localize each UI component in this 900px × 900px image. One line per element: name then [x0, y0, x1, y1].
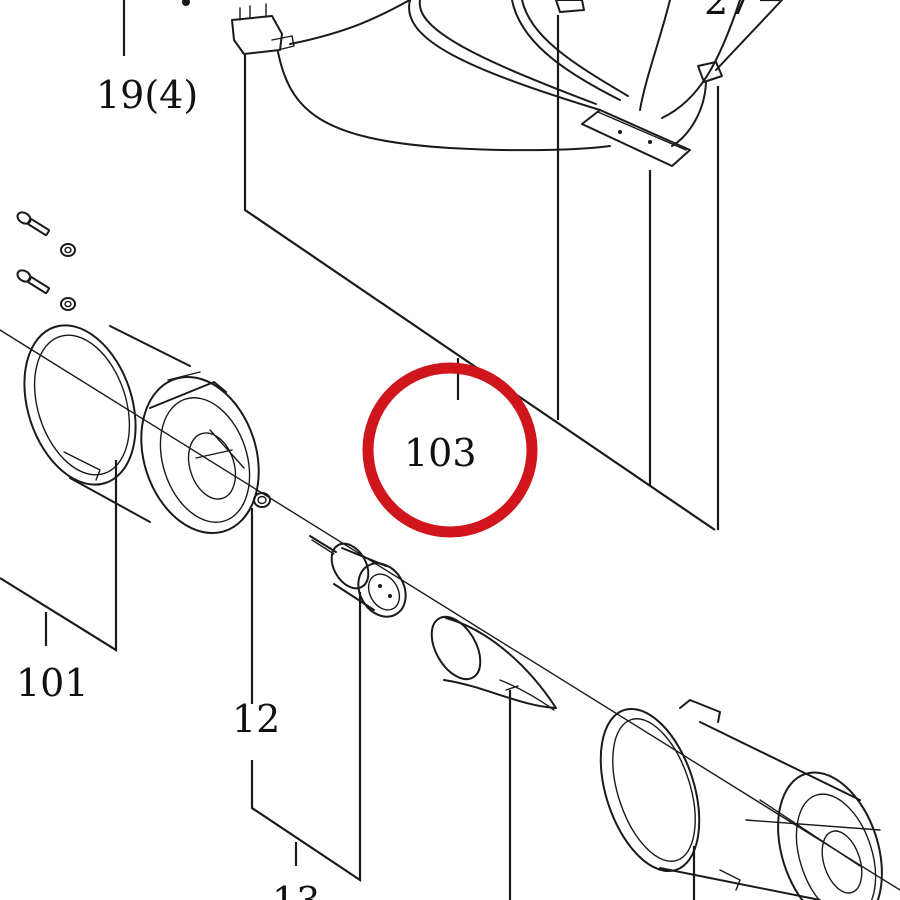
label-12: 12: [232, 697, 280, 741]
spinner-cone: [430, 615, 557, 711]
right-housing: [599, 699, 883, 900]
screws-and-nuts: [16, 211, 76, 311]
wiring-harness: [182, 0, 783, 167]
washer-part: [253, 492, 271, 508]
label-13: 13: [272, 879, 320, 900]
highlight-circle: [362, 362, 538, 538]
label-19: 19(4): [96, 73, 198, 117]
leader-line-101: [0, 460, 118, 652]
leader-lines-103: [243, 15, 720, 531]
motor-part: [309, 535, 407, 618]
left-housing: [23, 324, 260, 535]
label-27: 27: [704, 0, 752, 23]
label-101: 101: [16, 661, 89, 705]
assembly-axis: [0, 329, 900, 891]
leader-line-13: [250, 592, 362, 883]
label-103: 103: [404, 431, 477, 475]
